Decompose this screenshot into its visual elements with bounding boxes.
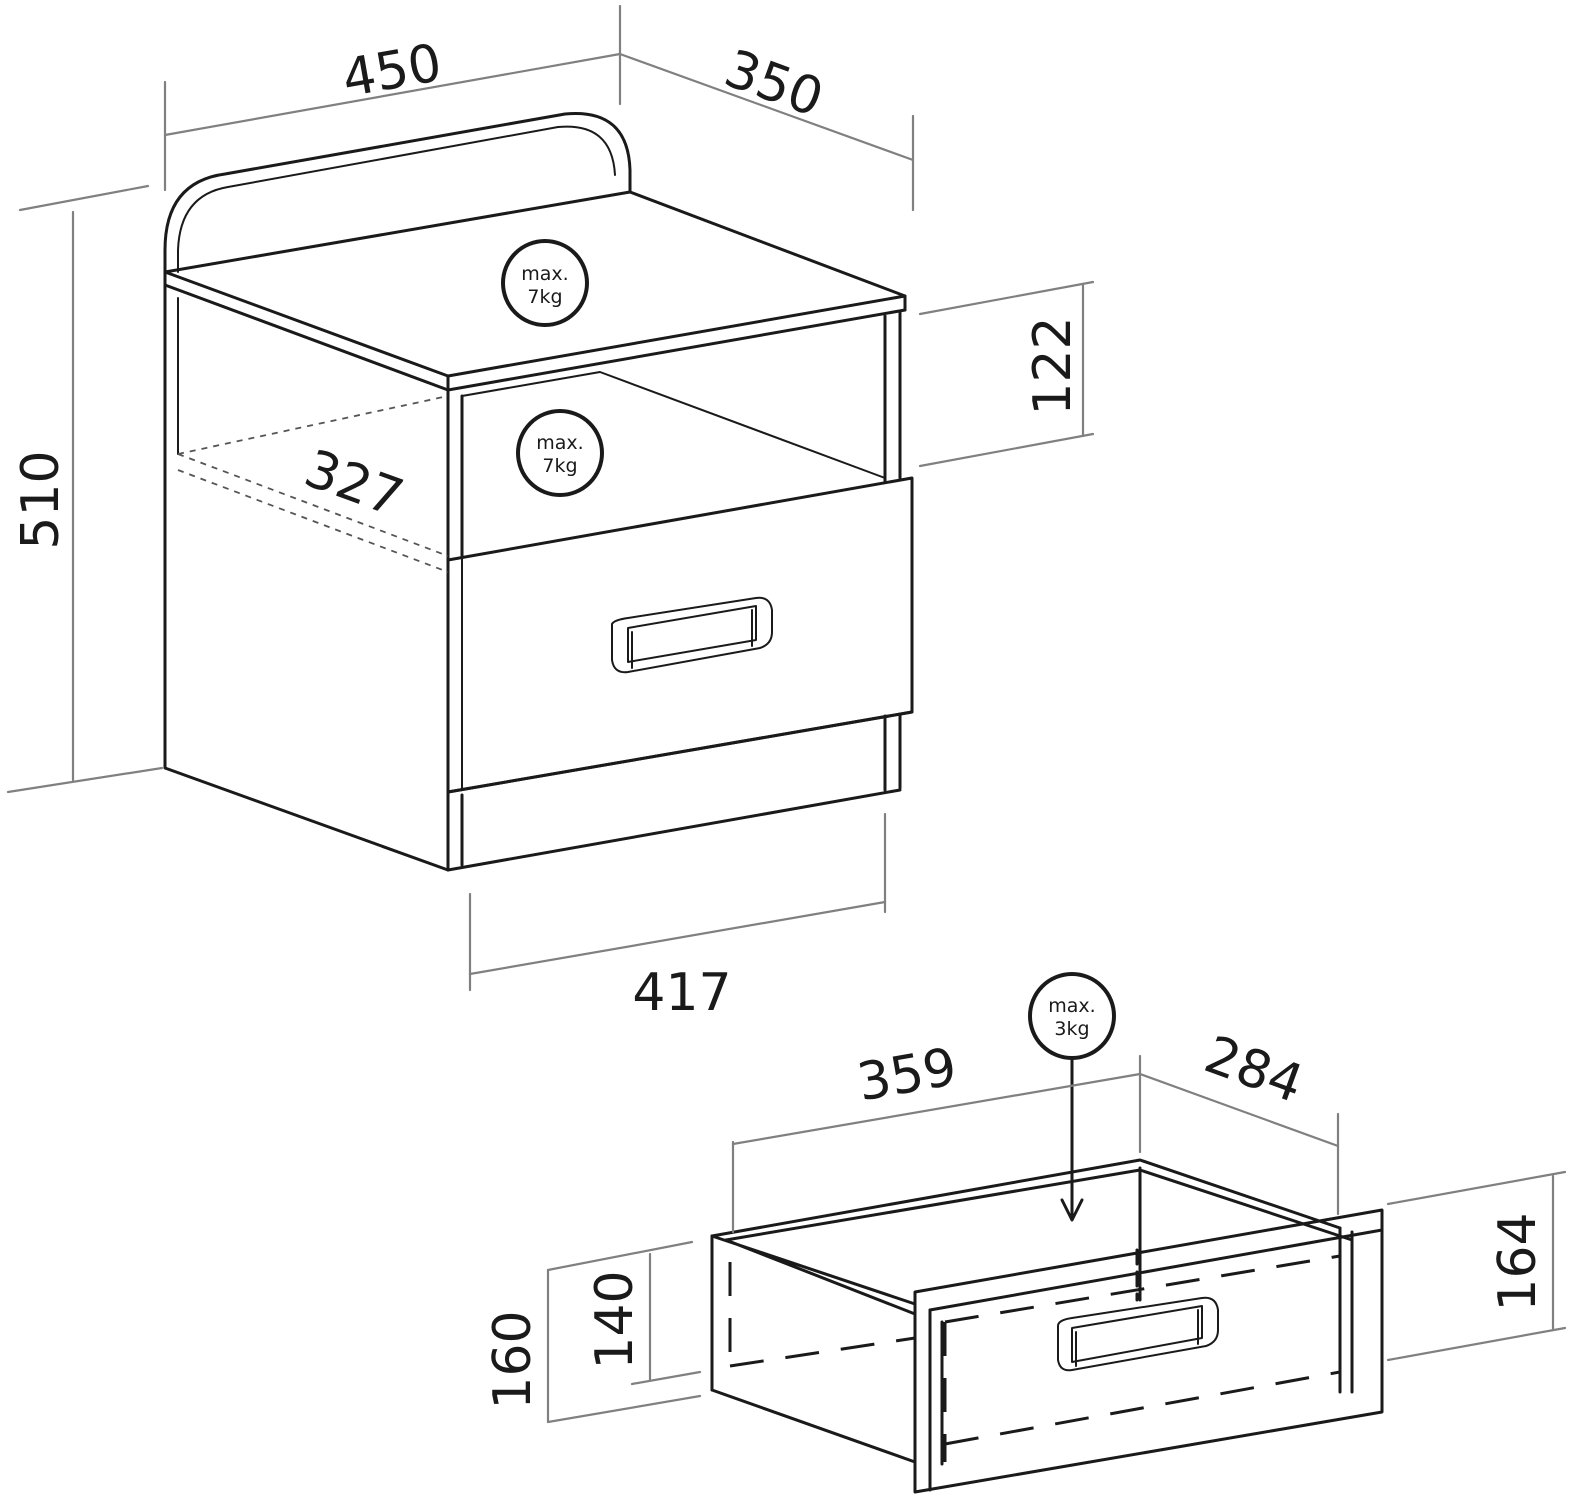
nightstand-plinth [446, 710, 914, 872]
drawer-dimensions [546, 1054, 1567, 1424]
dim-shelf-height: 122 [1023, 316, 1083, 415]
load-badge-top: max. 7kg [501, 239, 589, 327]
shelf-interior [461, 371, 886, 479]
dim-drawer-width: 359 [853, 1037, 961, 1113]
svg-text:max.: max. [1048, 995, 1095, 1017]
drawer-handle [611, 596, 773, 674]
load-badge-drawer: max. 3kg [1028, 972, 1116, 1060]
drawer-box-bottom-left [710, 1388, 917, 1464]
drawer-box-handle [1057, 1296, 1219, 1372]
nightstand-dimensions [6, 4, 1095, 992]
nightstand-drawing [163, 111, 914, 872]
drawer-front-panel [913, 1208, 1384, 1494]
nightstand-back-panel [163, 111, 632, 274]
svg-text:7kg: 7kg [527, 286, 562, 308]
dim-drawer-front-height: 164 [1488, 1212, 1548, 1311]
svg-text:max.: max. [521, 263, 568, 285]
hidden-lines [177, 395, 449, 573]
dim-shelf-depth: 327 [297, 439, 411, 529]
svg-text:max.: max. [536, 432, 583, 454]
dim-base-width: 417 [632, 963, 731, 1023]
nightstand-back-panel-inner [177, 125, 616, 273]
dim-width-top: 450 [338, 33, 446, 109]
svg-text:7kg: 7kg [542, 455, 577, 477]
svg-text:3kg: 3kg [1054, 1018, 1089, 1040]
dim-depth-top: 350 [717, 39, 831, 129]
dim-drawer-inner-height: 140 [585, 1270, 645, 1369]
drawer-box-top-rim [710, 1158, 1342, 1242]
drawer-front [446, 476, 914, 794]
dim-height-total: 510 [11, 450, 71, 549]
drawer-drawing [710, 1038, 1384, 1494]
nightstand-left-side [163, 270, 450, 872]
drawer-front-hidden-lines [943, 1254, 1341, 1462]
load-badge-shelf: max. 7kg [516, 409, 604, 497]
dim-drawer-side-height: 160 [483, 1310, 543, 1409]
